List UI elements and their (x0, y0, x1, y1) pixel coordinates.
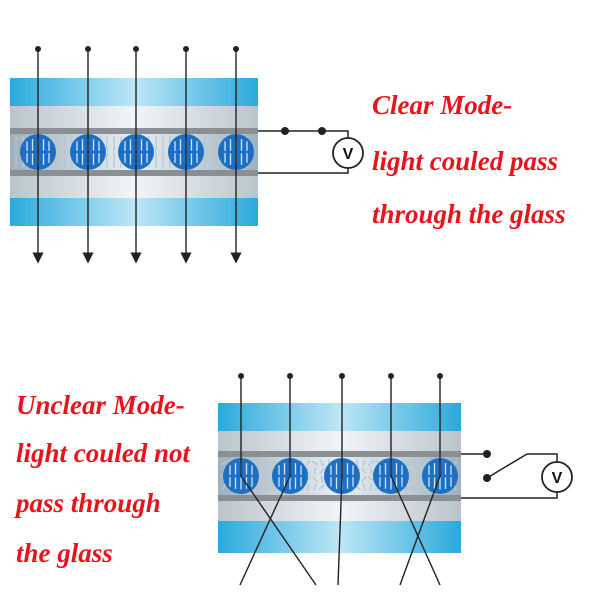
unclear-circuit: V (461, 450, 573, 499)
clear-switch-contact-2 (318, 127, 326, 135)
unclear-light-rays (238, 373, 443, 586)
clear-bottom-glass (10, 198, 258, 226)
clear-light-ray (32, 46, 44, 264)
clear-light-rays (32, 46, 242, 264)
clear-bottom-layer (10, 176, 258, 198)
unclear-mode-desc-line-2: pass through (16, 488, 161, 518)
unclear-switch-contact-1 (483, 450, 491, 458)
clear-top-glass (10, 78, 258, 106)
clear-mode-title: Clear Mode- (372, 90, 513, 120)
clear-top-electrode (10, 128, 258, 134)
clear-voltmeter-label: V (343, 146, 354, 163)
unclear-wire-bottom-right (487, 492, 558, 499)
unclear-top-layer (218, 431, 461, 451)
clear-light-ray (180, 46, 192, 264)
clear-mode-desc-line-1: light couled pass (372, 146, 559, 176)
unclear-light-ray (238, 373, 317, 586)
unclear-mode-title: Unclear Mode- (16, 390, 185, 420)
unclear-top-glass (218, 403, 461, 431)
clear-circuit: V (258, 127, 364, 174)
clear-light-ray (82, 46, 94, 264)
unclear-top-electrode (218, 451, 461, 457)
clear-voltmeter (332, 137, 364, 169)
unclear-light-ray (388, 373, 441, 586)
unclear-wire-top-right (527, 453, 558, 462)
clear-top-layer (10, 106, 258, 128)
clear-bottom-electrode (10, 170, 258, 176)
unclear-mode-desc-line-1: light couled not (16, 438, 191, 468)
unclear-voltmeter (541, 461, 573, 493)
clear-light-ray (130, 46, 142, 264)
unclear-mode-panel: V (218, 373, 573, 586)
unclear-light-ray (399, 373, 443, 586)
unclear-bottom-electrode (218, 495, 461, 501)
clear-switch-contact-1 (281, 127, 289, 135)
unclear-open-switch (486, 453, 528, 479)
unclear-light-ray (239, 373, 293, 586)
unclear-voltmeter-label: V (552, 470, 563, 487)
unclear-light-ray (337, 373, 345, 586)
unclear-switch-contact-2 (483, 474, 491, 482)
clear-light-ray (230, 46, 242, 264)
unclear-bottom-layer (218, 501, 461, 521)
clear-mode-desc-line-2: through the glass (372, 199, 566, 229)
unclear-mode-desc-line-3: the glass (16, 538, 113, 568)
clear-wire-top (258, 130, 349, 139)
clear-mode-panel: V (10, 46, 364, 264)
clear-wire-bottom (258, 167, 349, 174)
